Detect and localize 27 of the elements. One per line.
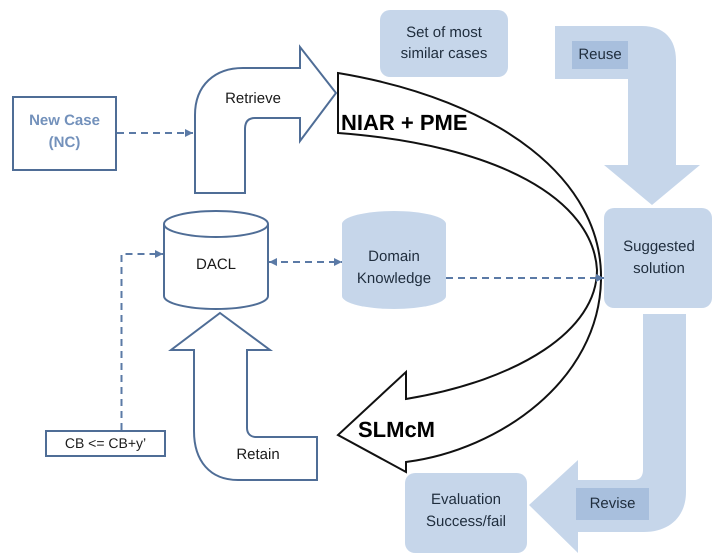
rounded-box bbox=[604, 208, 712, 308]
edge-label: Reuse bbox=[572, 41, 628, 69]
arrow-label: NIAR + PME bbox=[341, 109, 469, 137]
rounded-box bbox=[405, 473, 527, 553]
node-label: Suggested solution bbox=[622, 237, 696, 279]
edge-label: Retrieve bbox=[224, 89, 282, 109]
node-label: Evaluation Success/fail bbox=[424, 490, 508, 532]
node-label: Set of most similar cases bbox=[400, 23, 488, 64]
node-label: DACL bbox=[194, 255, 237, 275]
connector-arrow bbox=[117, 129, 193, 137]
block-arrow bbox=[170, 312, 318, 481]
node-label: CB <= CB+y’ bbox=[64, 434, 148, 453]
curved-block-arrow bbox=[337, 72, 603, 474]
edge-label: Revise bbox=[576, 488, 649, 520]
node-label: Domain Knowledge bbox=[356, 247, 432, 289]
rounded-box bbox=[380, 10, 508, 77]
edge-label: Retain bbox=[235, 445, 281, 465]
database-cylinder bbox=[342, 210, 446, 310]
process-box bbox=[12, 96, 117, 171]
connector-arrow bbox=[446, 274, 604, 282]
connector-arrow bbox=[269, 258, 342, 266]
process-box bbox=[45, 430, 166, 457]
arrow-label: SLMcM bbox=[358, 416, 436, 444]
connector-arrow bbox=[120, 250, 163, 430]
block-arrow bbox=[194, 46, 337, 194]
node-label: New Case (NC) bbox=[28, 111, 101, 153]
database-cylinder bbox=[163, 210, 269, 310]
